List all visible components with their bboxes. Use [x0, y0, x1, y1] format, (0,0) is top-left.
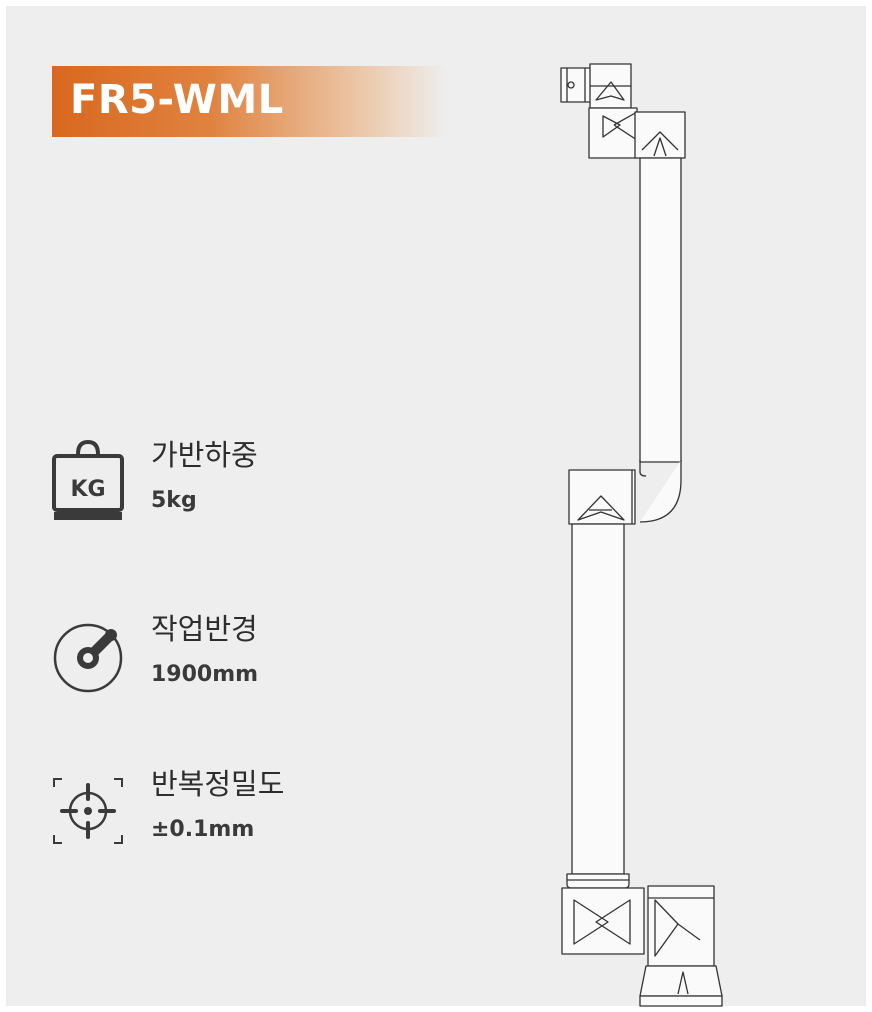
spec-repeatability-label: 반복정밀도: [151, 767, 285, 801]
spec-reach-label: 작업반경: [151, 612, 258, 646]
kg-icon-text: KG: [70, 477, 105, 502]
spec-payload-label: 가반하중: [151, 438, 258, 472]
crosshair-precision-icon: [53, 778, 123, 844]
spec-repeatability: 반복정밀도 ±0.1mm: [50, 765, 390, 865]
spec-repeatability-value: ±0.1mm: [151, 817, 255, 842]
spec-payload-value: 5kg: [151, 488, 197, 513]
product-title: FR5-WML: [70, 77, 284, 123]
spec-reach: 작업반경 1900mm: [50, 610, 390, 710]
robot-arm-illustration: [560, 63, 723, 1007]
spec-payload: KG 가반하중 5kg: [50, 436, 390, 536]
title-banner: [52, 66, 447, 137]
spec-reach-value: 1900mm: [151, 662, 259, 687]
weight-kg-icon: KG: [52, 439, 124, 520]
reach-radius-icon: [53, 623, 123, 693]
product-panel: [6, 6, 866, 1006]
